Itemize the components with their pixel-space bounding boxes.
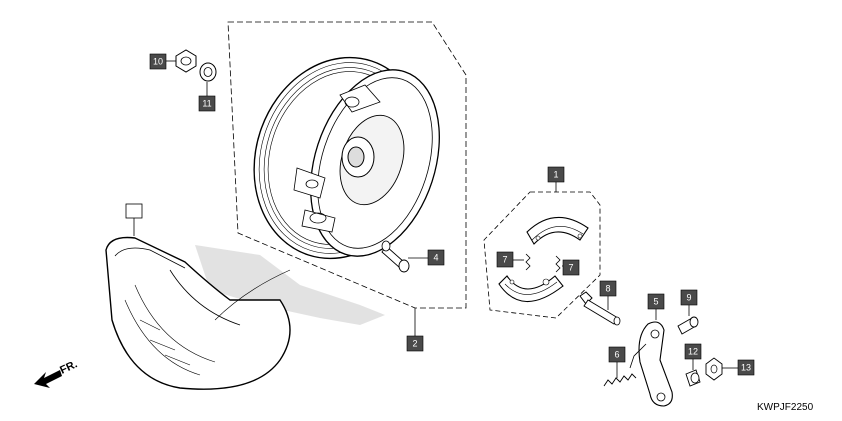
axle-nut xyxy=(175,49,197,73)
callout-2: 2 xyxy=(406,335,424,352)
svg-text:13: 13 xyxy=(741,363,751,373)
axle-washer xyxy=(199,62,217,82)
adjusting-nut xyxy=(705,357,723,381)
svg-text:10: 10 xyxy=(153,57,163,67)
callout-11: 11 xyxy=(198,95,216,112)
svg-text:1: 1 xyxy=(553,170,558,180)
brake-shoe-spring-left xyxy=(525,253,531,271)
callout-8: 8 xyxy=(599,280,617,297)
drawing-code: KWPJF2250 xyxy=(757,402,814,413)
svg-text:4: 4 xyxy=(433,253,438,263)
direction-label: FR. xyxy=(58,358,79,376)
brake-shoe-group-boundary xyxy=(483,191,601,319)
callout-9: 9 xyxy=(680,289,698,306)
svg-text:9: 9 xyxy=(686,293,691,303)
callout-7-left: 7 xyxy=(496,251,514,268)
callout-10: 10 xyxy=(149,53,167,70)
brake-arm-bolt xyxy=(677,316,699,335)
front-direction-arrow: FR. xyxy=(34,358,79,388)
tire xyxy=(105,236,291,390)
svg-text:7: 7 xyxy=(568,263,573,273)
callout-1: 1 xyxy=(547,166,565,183)
callout-13: 13 xyxy=(737,359,755,376)
callout-7-right: 7 xyxy=(562,259,580,276)
svg-text:5: 5 xyxy=(653,297,658,307)
brake-cam xyxy=(579,291,621,326)
brake-shoe-spring-right xyxy=(555,255,561,273)
callout-5: 5 xyxy=(647,293,665,310)
svg-text:12: 12 xyxy=(688,347,698,357)
brake-arm xyxy=(629,321,673,407)
svg-text:6: 6 xyxy=(614,350,619,360)
callout-4: 4 xyxy=(427,249,445,266)
svg-text:2: 2 xyxy=(412,339,417,349)
callout-12: 12 xyxy=(684,343,702,360)
air-valve xyxy=(381,240,410,273)
svg-text:8: 8 xyxy=(605,284,610,294)
tire-ghost-pattern xyxy=(195,245,385,325)
brake-shoe-lower xyxy=(498,275,564,303)
svg-text:7: 7 xyxy=(502,255,507,265)
callout-6: 6 xyxy=(608,346,626,363)
svg-text:11: 11 xyxy=(202,99,211,109)
tire-callout-box xyxy=(125,203,143,219)
brake-rod-joint xyxy=(685,369,701,387)
wheel-group-boundary xyxy=(227,21,467,309)
brake-arm-spring xyxy=(603,373,637,387)
rear-wheel-rim xyxy=(253,56,440,260)
brake-shoe-upper xyxy=(526,216,589,245)
